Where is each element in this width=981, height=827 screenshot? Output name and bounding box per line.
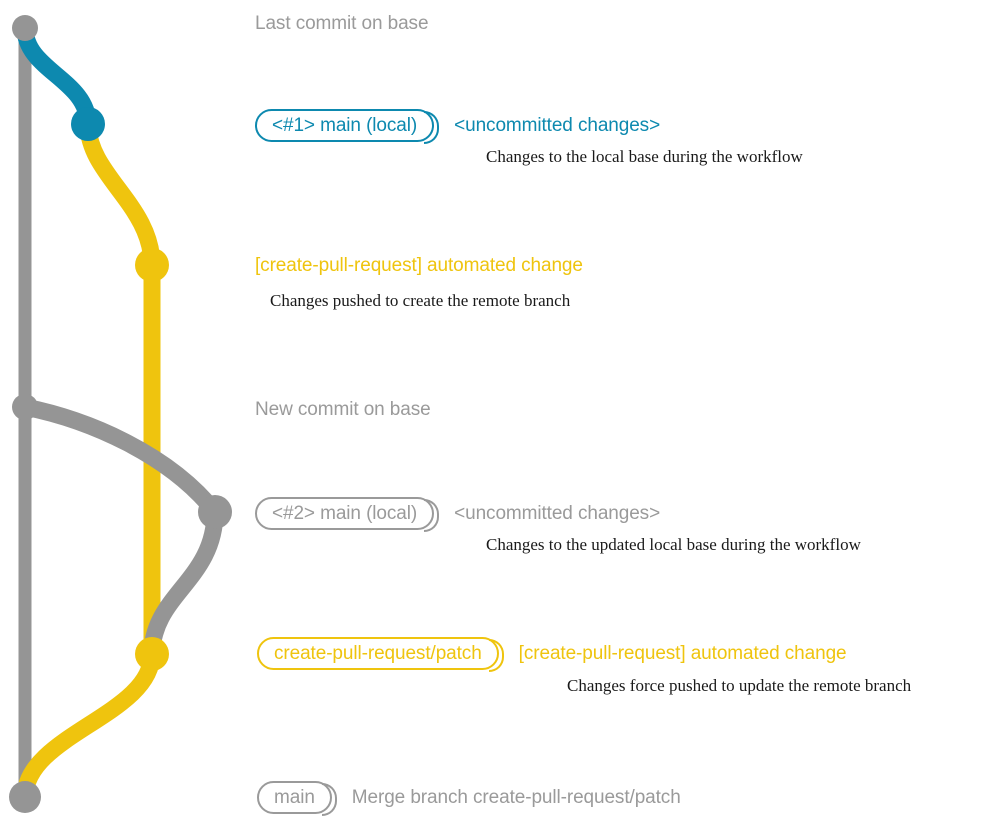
edge-base-to-local-2 <box>16 398 224 521</box>
commit-row-new-commit-on-base: New commit on base <box>255 400 431 419</box>
ref-badge-create-pull-request-patch[interactable]: create-pull-request/patch <box>257 637 504 672</box>
edge-local-2-to-automated-2 <box>143 503 224 663</box>
commit-subject-new-commit-on-base: New commit on base <box>255 399 431 420</box>
commit-description-automated-change-1: Changes pushed to create the remote bran… <box>270 291 571 310</box>
commit-node-merge-commit[interactable] <box>9 781 41 813</box>
commit-subject-automated-change-2: [create-pull-request] automated change <box>518 643 847 664</box>
edge-automated-2-to-merge <box>16 645 161 806</box>
ref-badge-main[interactable]: main <box>257 781 337 816</box>
commit-node-local-uncommitted-1[interactable] <box>71 107 105 141</box>
commit-row-last-commit-on-base: Last commit on base <box>255 13 429 34</box>
commit-subject-merge-commit: Merge branch create-pull-request/patch <box>351 787 681 808</box>
commit-subject-last-commit-on-base: Last commit on base <box>255 13 429 34</box>
commit-subject-automated-change-1: [create-pull-request] automated change <box>255 255 583 276</box>
commit-node-automated-change-2[interactable] <box>135 637 169 671</box>
edge-base-to-local-1 <box>16 19 97 133</box>
commit-row-local-commit-2: <#2> main (local) <uncommitted changes> <box>255 497 661 532</box>
commit-description-local-commit-2: Changes to the updated local base during… <box>486 535 861 554</box>
ref-badge-wrap-patch: create-pull-request/patch <box>257 637 504 672</box>
commit-row-automated-change-1: [create-pull-request] automated change <box>255 256 583 275</box>
edge-local-1-to-automated-1 <box>79 115 161 274</box>
commit-subject-local-commit-1: <uncommitted changes> <box>454 115 661 136</box>
commit-node-local-uncommitted-2[interactable] <box>198 495 232 529</box>
ref-badge-wrap-main: main <box>257 781 337 816</box>
commit-row-merge-commit: main Merge branch create-pull-request/pa… <box>257 781 681 816</box>
ref-badge-local-main-2[interactable]: <#2> main (local) <box>255 497 440 532</box>
commit-row-automated-change-2: create-pull-request/patch [create-pull-r… <box>257 637 847 672</box>
commit-subject-local-commit-2: <uncommitted changes> <box>454 503 661 524</box>
ref-badge-local-main-1[interactable]: <#1> main (local) <box>255 109 440 144</box>
commit-node-base-new-commit[interactable] <box>12 394 38 420</box>
commit-node-automated-change-1[interactable] <box>135 248 169 282</box>
ref-badge-wrap-local-2: <#2> main (local) <box>255 497 440 532</box>
commit-description-local-commit-1: Changes to the local base during the wor… <box>486 147 803 166</box>
commit-row-local-commit-1: <#1> main (local) <uncommitted changes> <box>255 109 661 144</box>
ref-badge-wrap-local-1: <#1> main (local) <box>255 109 440 144</box>
commit-node-base-last-commit[interactable] <box>12 15 38 41</box>
commit-description-automated-change-2: Changes force pushed to update the remot… <box>567 676 912 695</box>
